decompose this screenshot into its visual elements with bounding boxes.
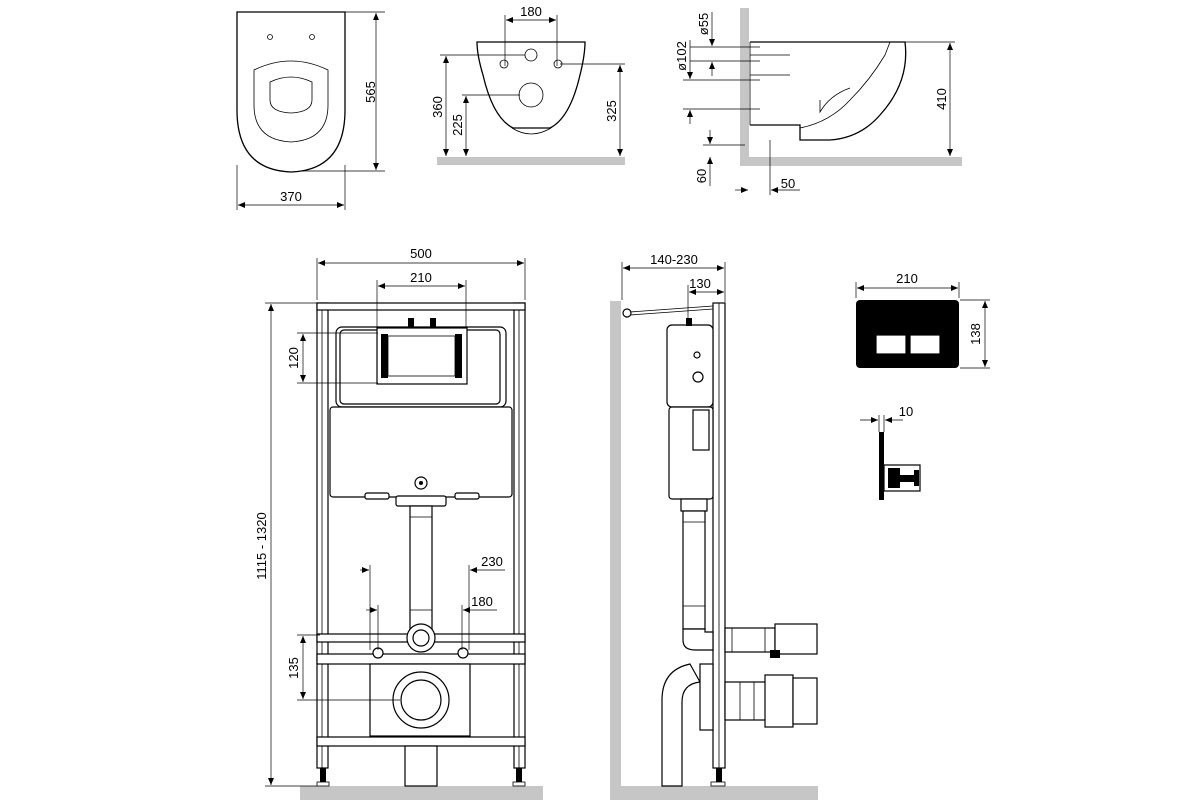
frame-depth-label: 140-230 xyxy=(650,252,698,267)
frame-studs-230: 230 xyxy=(481,554,503,569)
frame-studs-180: 180 xyxy=(471,594,493,609)
bowl-top-view: 565 370 xyxy=(236,11,385,210)
bowl-width-label: 370 xyxy=(280,189,302,204)
side-height-label: 410 xyxy=(934,88,949,110)
frame-front-view: 500 210 120 1115 - 1320 230 180 135 xyxy=(254,246,543,800)
front-height-lower: 225 xyxy=(450,114,465,136)
frame-panel-width: 210 xyxy=(410,270,432,285)
bowl-side-view: ø55 ø102 410 60 50 xyxy=(674,8,962,195)
side-offset-60: 60 xyxy=(694,169,709,183)
front-height-holes: 325 xyxy=(604,100,619,122)
side-diameter-large: ø102 xyxy=(674,41,689,71)
bowl-height-label: 565 xyxy=(363,81,378,103)
front-height-total: 360 xyxy=(430,96,445,118)
flush-button-view: 210 138 10 xyxy=(855,271,990,500)
frame-height-label: 1115 - 1320 xyxy=(254,512,269,579)
button-height-label: 138 xyxy=(968,323,983,345)
side-diameter-small: ø55 xyxy=(696,13,711,35)
frame-width-label: 500 xyxy=(410,246,432,261)
button-width-label: 210 xyxy=(896,271,918,286)
frame-panel-height: 120 xyxy=(286,347,301,369)
button-thickness-label: 10 xyxy=(899,404,913,419)
side-offset-50: 50 xyxy=(781,176,795,191)
front-spacing-label: 180 xyxy=(520,4,542,19)
frame-side-view: 140-230 130 xyxy=(610,252,818,800)
frame-depth-inner: 130 xyxy=(689,276,711,291)
bowl-front-view: 180 360 225 325 xyxy=(430,4,625,165)
frame-outlet-height: 135 xyxy=(286,657,301,679)
